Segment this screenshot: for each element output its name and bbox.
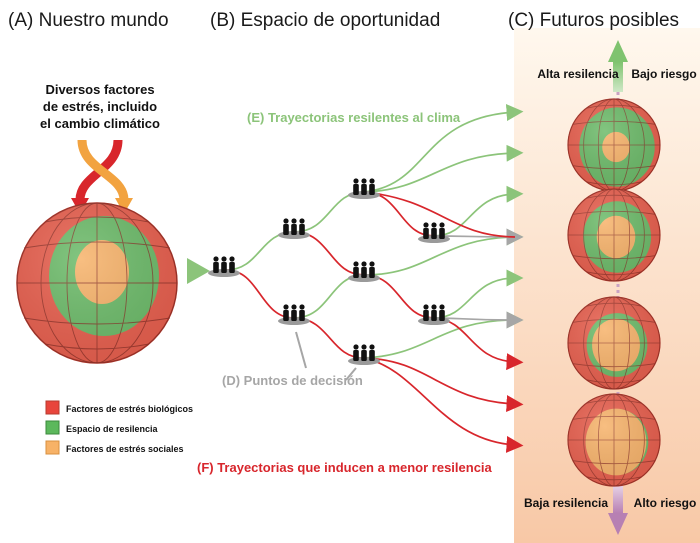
decision-point-people xyxy=(208,256,240,277)
decision-point-people xyxy=(278,218,310,239)
legend-label-resilience: Espacio de resilencia xyxy=(66,424,159,434)
stressors-line-2: de estrés, incluido xyxy=(43,99,157,114)
path-red xyxy=(363,357,524,413)
future-globe-alta xyxy=(567,98,661,192)
label-low-resilience: Baja resilencia xyxy=(524,496,608,510)
path-red xyxy=(363,191,516,238)
legend-swatch-resilience xyxy=(45,420,60,435)
path-green xyxy=(363,144,524,193)
future-globes xyxy=(567,98,661,487)
legend-label-biological: Factores de estrés biológicos xyxy=(66,404,193,414)
stressors-line-3: el cambio climático xyxy=(40,116,160,131)
label-resilient-trajectories: (E) Trayectorias resilentes al clima xyxy=(247,110,461,125)
legend-swatch-biological xyxy=(45,400,60,415)
decision-point-people xyxy=(418,304,450,325)
future-globe-media-baja xyxy=(567,296,661,390)
header-futuros-posibles: (C) Futuros posibles xyxy=(508,10,679,31)
decision-points xyxy=(208,178,450,365)
up-arrow-shaft xyxy=(613,62,623,92)
path-green xyxy=(363,228,524,276)
header-espacio-oportunidad: (B) Espacio de oportunidad xyxy=(210,10,440,31)
orange-stress-arrow xyxy=(77,139,129,201)
label-low-risk: Bajo riesgo xyxy=(631,67,696,81)
path-green xyxy=(433,269,524,319)
path-red xyxy=(363,357,524,453)
decision-point-people xyxy=(348,344,380,365)
header-nuestro-mundo: (A) Nuestro mundo xyxy=(8,10,169,31)
path-green xyxy=(363,104,524,193)
down-arrow-shaft xyxy=(613,485,623,513)
resilience-axis xyxy=(608,40,628,535)
legend: Factores de estrés biológicos Espacio de… xyxy=(45,400,193,455)
decision-point-people xyxy=(278,304,310,325)
label-high-risk: Alto riesgo xyxy=(634,496,697,510)
legend-label-social: Factores de estrés sociales xyxy=(66,444,184,454)
legend-swatch-social xyxy=(45,440,60,455)
decision-point-people xyxy=(348,178,380,199)
label-decision-points: (D) Puntos de decisión xyxy=(222,373,363,388)
future-globe-media-alta xyxy=(567,188,661,282)
future-globe-baja xyxy=(567,393,661,487)
orange-stress-arrow-head xyxy=(115,198,133,214)
path-green xyxy=(433,185,524,237)
up-arrow-head xyxy=(608,40,628,62)
label-high-resilience: Alta resilencia xyxy=(537,67,619,81)
label-low-resilience-trajectories: (F) Trayectorias que inducen a menor res… xyxy=(197,460,493,475)
stressors-line-1: Diversos factores xyxy=(45,82,154,97)
decision-point-people xyxy=(348,261,380,282)
globe-our-world xyxy=(16,202,178,364)
decision-pointer xyxy=(295,331,307,369)
path-green xyxy=(363,311,524,359)
decision-pointer xyxy=(345,367,357,381)
down-arrow-head xyxy=(608,513,628,535)
stressors-text: Diversos factores de estrés, incluido el… xyxy=(40,82,160,131)
start-arrow xyxy=(187,258,210,284)
decision-point-people xyxy=(418,222,450,243)
